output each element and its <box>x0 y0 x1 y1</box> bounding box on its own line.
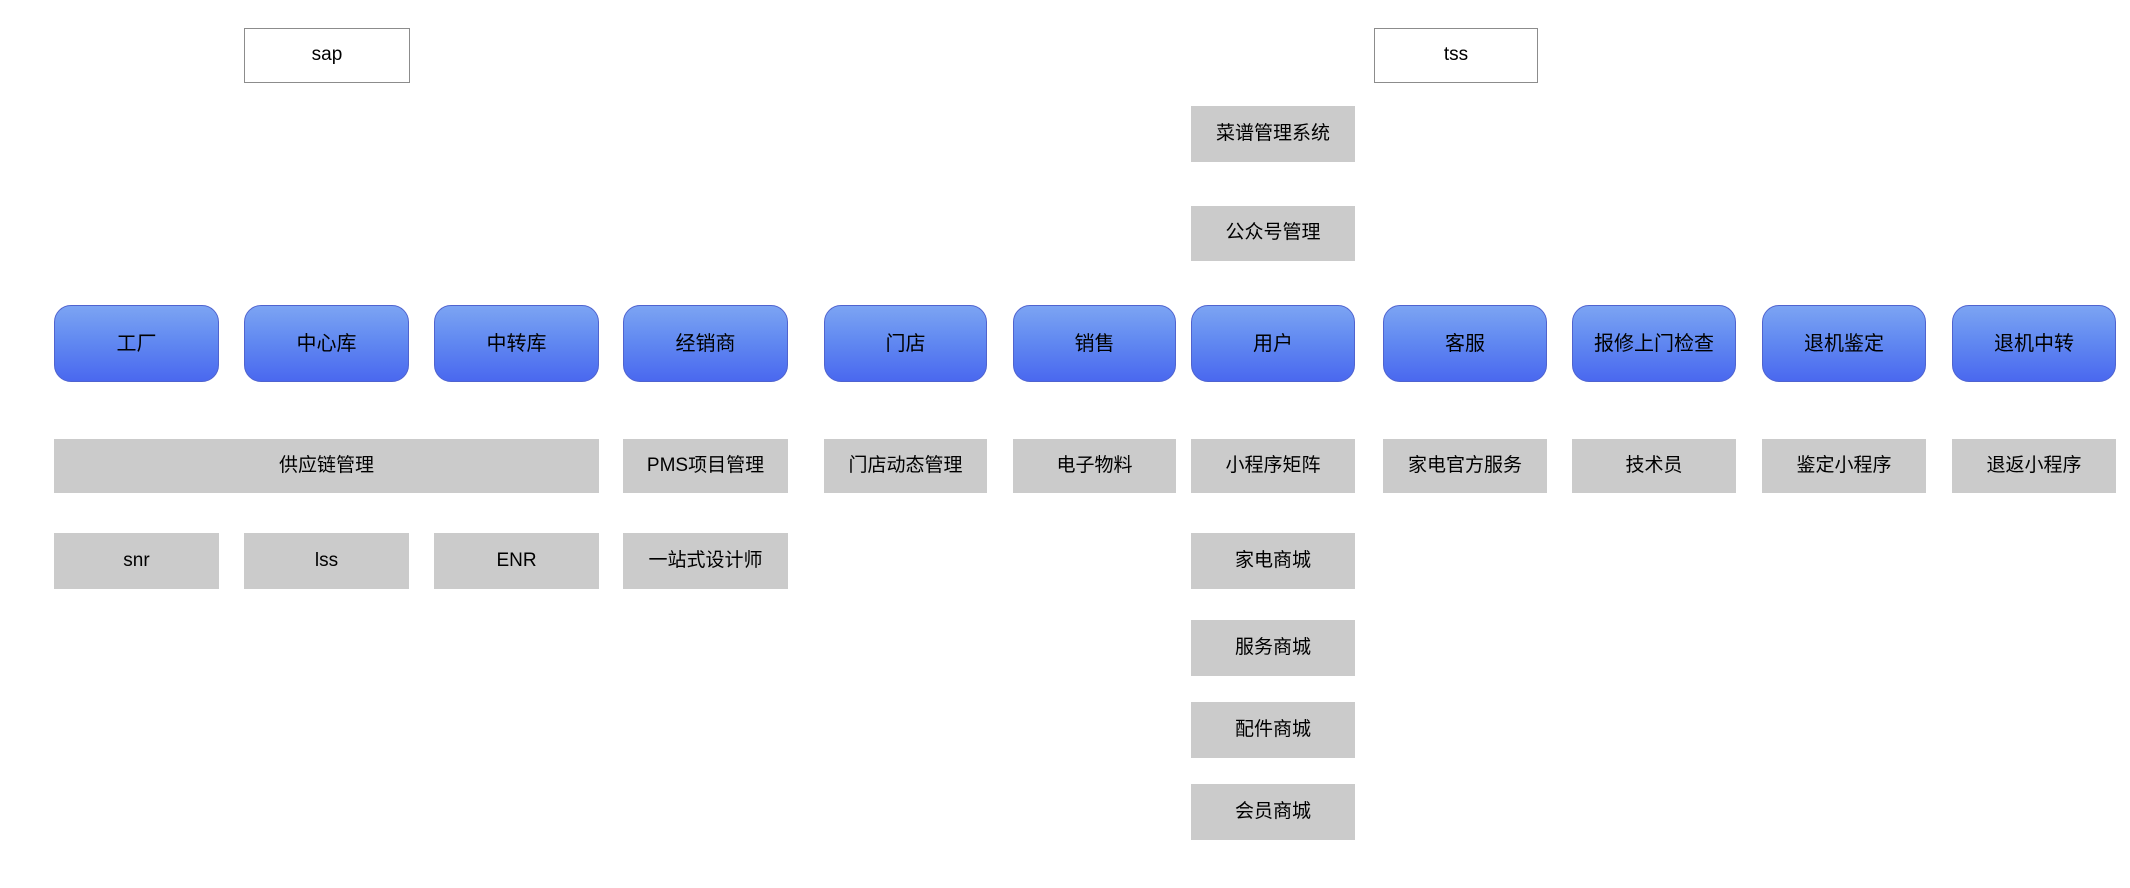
node-return-appraisal: 退机鉴定 <box>1762 305 1926 382</box>
node-tss: tss <box>1374 28 1538 83</box>
node-store: 门店 <box>824 305 987 382</box>
node-official-account-management: 公众号管理 <box>1191 206 1355 261</box>
node-store-dynamic-management: 门店动态管理 <box>824 439 987 493</box>
node-technician: 技术员 <box>1572 439 1736 493</box>
node-central-warehouse: 中心库 <box>244 305 409 382</box>
node-recipe-management-system: 菜谱管理系统 <box>1191 106 1355 162</box>
node-user: 用户 <box>1191 305 1355 382</box>
node-transfer-warehouse: 中转库 <box>434 305 599 382</box>
node-customer-service: 客服 <box>1383 305 1547 382</box>
node-distributor: 经销商 <box>623 305 788 382</box>
node-appliance-mall: 家电商城 <box>1191 533 1355 589</box>
node-parts-mall: 配件商城 <box>1191 702 1355 758</box>
node-appraisal-miniprogram: 鉴定小程序 <box>1762 439 1926 493</box>
node-lss: lss <box>244 533 409 589</box>
node-pms-project-management: PMS项目管理 <box>623 439 788 493</box>
node-factory: 工厂 <box>54 305 219 382</box>
node-member-mall: 会员商城 <box>1191 784 1355 840</box>
node-snr: snr <box>54 533 219 589</box>
node-return-transfer: 退机中转 <box>1952 305 2116 382</box>
node-miniprogram-matrix: 小程序矩阵 <box>1191 439 1355 493</box>
node-supply-chain-management: 供应链管理 <box>54 439 599 493</box>
node-electronic-materials: 电子物料 <box>1013 439 1176 493</box>
node-appliance-official-service: 家电官方服务 <box>1383 439 1547 493</box>
node-enr: ENR <box>434 533 599 589</box>
node-one-stop-designer: 一站式设计师 <box>623 533 788 589</box>
node-sap: sap <box>244 28 410 83</box>
node-return-miniprogram: 退返小程序 <box>1952 439 2116 493</box>
node-service-mall: 服务商城 <box>1191 620 1355 676</box>
node-onsite-repair-inspection: 报修上门检查 <box>1572 305 1736 382</box>
node-sales: 销售 <box>1013 305 1176 382</box>
